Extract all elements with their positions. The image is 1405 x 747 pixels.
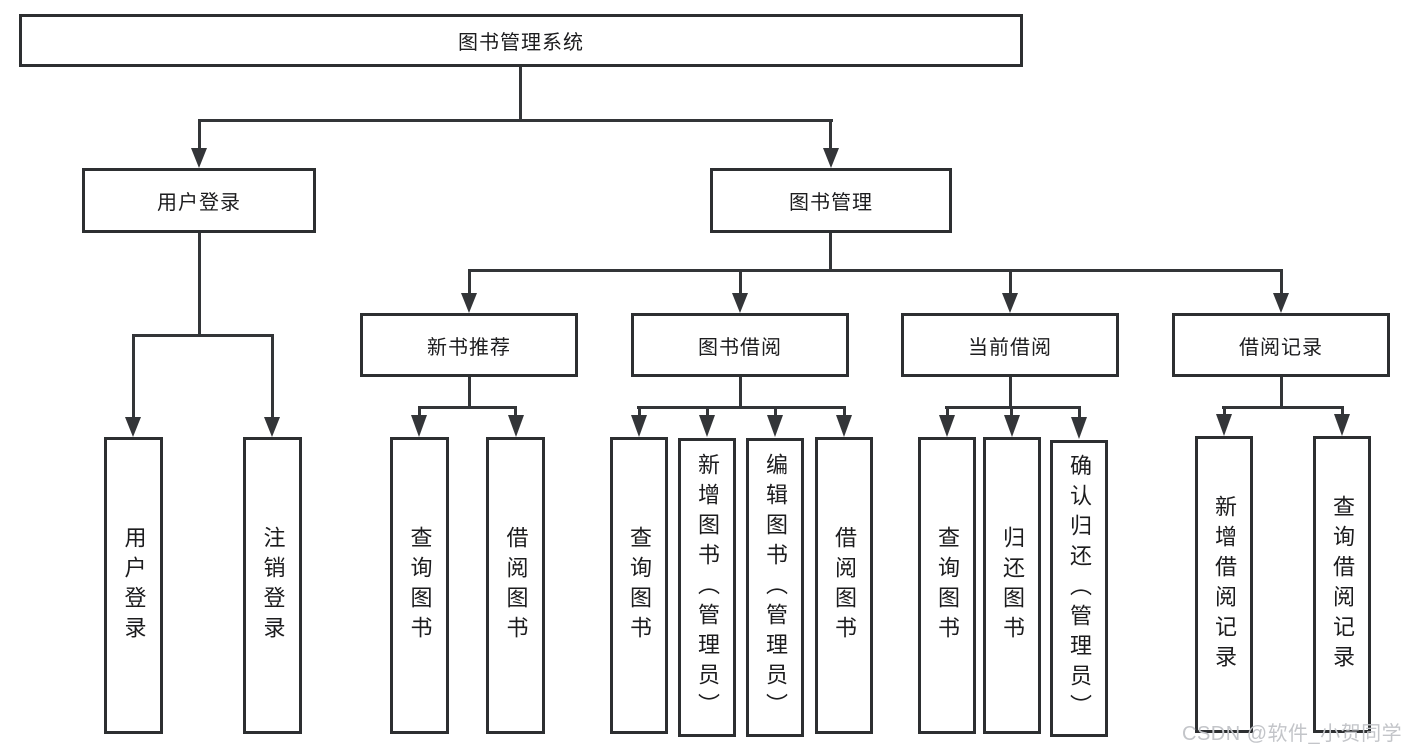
leaf-label: 新增借阅记录 <box>1212 494 1237 675</box>
connector-stub-user-login <box>198 119 201 150</box>
arrow-down-icon <box>508 415 524 437</box>
leaf-add-borrow-record: 新增借阅记录 <box>1195 436 1253 733</box>
arrow-down-icon <box>264 417 280 437</box>
leaf-label: 注销登录 <box>260 525 286 646</box>
leaf-query-books-3: 查询图书 <box>918 437 976 734</box>
arrow-down-icon <box>1216 414 1232 436</box>
leaf-label: 确认归还（管理员） <box>1067 453 1092 724</box>
connector-stub-book-borrow <box>739 269 742 296</box>
arrow-down-icon <box>125 417 141 437</box>
arrow-down-icon <box>461 293 477 313</box>
arrow-down-icon <box>1071 417 1087 439</box>
connector-level2-branch <box>198 119 833 122</box>
connector-stub <box>638 406 641 418</box>
csdn-watermark: CSDN @软件_小贺同学 <box>1182 723 1403 745</box>
leaf-label: 查询图书 <box>935 525 960 646</box>
leaf-label: 查询图书 <box>407 525 433 646</box>
arrow-down-icon <box>631 415 647 437</box>
leaf-query-books-2: 查询图书 <box>610 437 668 734</box>
node-label: 当前借阅 <box>968 336 1052 359</box>
node-label: 新书推荐 <box>427 336 511 359</box>
connector-userlogin-branch <box>132 334 274 337</box>
leaf-borrow-books-1: 借阅图书 <box>486 437 545 734</box>
leaf-logout: 注销登录 <box>243 437 302 734</box>
arrow-down-icon <box>767 415 783 437</box>
leaf-query-books-1: 查询图书 <box>390 437 449 734</box>
leaf-label: 借阅图书 <box>832 525 857 646</box>
connector-stub-current-borrow <box>1009 269 1012 296</box>
node-label: 图书管理系统 <box>458 32 584 54</box>
leaf-return-books: 归还图书 <box>983 437 1041 734</box>
leaf-label: 借阅图书 <box>503 525 529 646</box>
connector-stub-leaf-login <box>132 334 135 418</box>
connector-stub <box>774 406 777 418</box>
node-label: 借阅记录 <box>1239 336 1323 359</box>
leaf-confirm-return-admin: 确认归还（管理员） <box>1050 440 1108 737</box>
connector-bookmgmt-down <box>829 233 832 271</box>
connector-records-branch <box>1222 406 1344 409</box>
arrow-down-icon <box>411 415 427 437</box>
arrow-down-icon <box>732 293 748 313</box>
node-library-management-system: 图书管理系统 <box>19 14 1023 67</box>
leaf-edit-books-admin: 编辑图书（管理员） <box>746 438 804 737</box>
connector-stub <box>418 406 421 418</box>
leaf-label: 用户登录 <box>121 525 147 646</box>
connector-records-down <box>1280 377 1283 408</box>
arrow-down-icon <box>191 148 207 168</box>
connector-stub <box>1010 406 1013 418</box>
connector-stub <box>1078 406 1081 418</box>
connector-stub <box>946 406 949 418</box>
connector-stub-new-book <box>468 269 471 296</box>
connector-currentborrow-branch <box>945 406 1081 409</box>
arrow-down-icon <box>1273 293 1289 313</box>
node-borrowing-records: 借阅记录 <box>1172 313 1390 377</box>
connector-stub <box>843 406 846 418</box>
connector-stub <box>706 406 709 418</box>
leaf-label: 编辑图书（管理员） <box>763 452 788 723</box>
arrow-down-icon <box>1002 293 1018 313</box>
node-user-login: 用户登录 <box>82 168 316 233</box>
arrow-down-icon <box>699 415 715 437</box>
connector-level3-branch <box>468 269 1282 272</box>
connector-newbook-down <box>468 377 471 408</box>
node-book-borrowing: 图书借阅 <box>631 313 849 377</box>
connector-stub-book-mgmt <box>829 119 832 150</box>
leaf-query-borrow-record: 查询借阅记录 <box>1313 436 1371 733</box>
connector-stub-borrow-records <box>1280 269 1283 296</box>
connector-stub-leaf-logout <box>271 334 274 418</box>
connector-currentborrow-down <box>1009 377 1012 408</box>
arrow-down-icon <box>939 415 955 437</box>
arrow-down-icon <box>836 415 852 437</box>
leaf-add-books-admin: 新增图书（管理员） <box>678 438 736 737</box>
connector-stub <box>514 406 517 418</box>
arrow-down-icon <box>823 148 839 168</box>
node-book-management: 图书管理 <box>710 168 952 233</box>
node-label: 图书借阅 <box>698 336 782 359</box>
leaf-label: 查询图书 <box>627 525 652 646</box>
connector-userlogin-down <box>198 233 201 336</box>
node-current-borrowing: 当前借阅 <box>901 313 1119 377</box>
leaf-borrow-books-2: 借阅图书 <box>815 437 873 734</box>
node-label: 用户登录 <box>157 192 241 214</box>
leaf-label: 新增图书（管理员） <box>695 452 720 723</box>
leaf-label: 归还图书 <box>1000 525 1025 646</box>
connector-newbook-branch <box>418 406 517 409</box>
node-label: 图书管理 <box>789 192 873 214</box>
arrow-down-icon <box>1334 414 1350 436</box>
connector-bookborrow-branch <box>637 406 846 409</box>
connector-bookborrow-down <box>739 377 742 408</box>
connector-root-down <box>519 67 522 122</box>
leaf-label: 查询借阅记录 <box>1330 494 1355 675</box>
connector-stub <box>1223 406 1226 418</box>
arrow-down-icon <box>1004 415 1020 437</box>
connector-stub <box>1341 406 1344 418</box>
node-new-book-recommend: 新书推荐 <box>360 313 578 377</box>
leaf-user-login: 用户登录 <box>104 437 163 734</box>
